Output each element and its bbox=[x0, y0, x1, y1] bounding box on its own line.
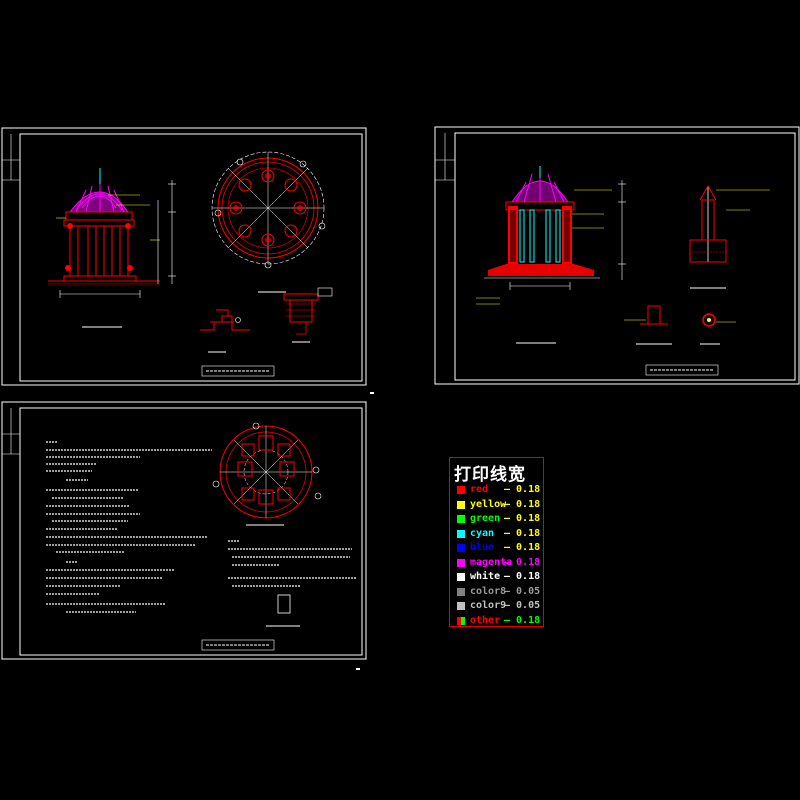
column-detail-2 bbox=[689, 184, 770, 289]
pavilion-plan-1 bbox=[211, 151, 326, 293]
legend-row-color8: color8— 0.05 bbox=[457, 586, 543, 598]
color-swatch-icon bbox=[457, 515, 465, 523]
color-swatch-icon bbox=[457, 587, 465, 596]
design-notes-lines bbox=[46, 441, 356, 613]
color-swatch-icon bbox=[457, 529, 465, 538]
legend-lineweight-value: — 0.18 bbox=[504, 498, 541, 510]
legend-color-name: green bbox=[470, 513, 501, 524]
sheet-1-title-block bbox=[201, 365, 275, 377]
legend-color-name: cyan bbox=[470, 527, 495, 539]
legend-color-name: red bbox=[470, 484, 489, 495]
small-detail-2 bbox=[624, 305, 736, 345]
legend-row-yellow: yellow— 0.18 bbox=[457, 499, 543, 511]
legend-lineweight-value: — 0.18 bbox=[504, 527, 541, 539]
legend-lineweight-value: — 0.18 bbox=[504, 614, 541, 626]
legend-color-name: color8 bbox=[470, 585, 507, 597]
legend-color-name: blue bbox=[470, 542, 495, 553]
legend-title: 打印线宽 bbox=[454, 465, 526, 485]
color-swatch-icon bbox=[457, 500, 465, 509]
legend-color-name: color9 bbox=[470, 600, 507, 611]
legend-lineweight-value: — 0.18 bbox=[504, 484, 541, 495]
legend-color-name: yellow bbox=[470, 498, 507, 510]
legend-color-name: other bbox=[470, 614, 501, 626]
sheet-2-section-details bbox=[434, 126, 800, 385]
legend-lineweight-value: — 0.05 bbox=[504, 600, 541, 611]
legend-row-cyan: cyan — 0.18 bbox=[457, 528, 543, 540]
legend-lineweight-value: — 0.18 bbox=[504, 571, 541, 582]
legend-color-name: white bbox=[470, 571, 501, 582]
color-swatch-icon bbox=[457, 573, 465, 581]
legend-row-white: white— 0.18 bbox=[457, 571, 543, 583]
pavilion-section-2 bbox=[476, 166, 626, 344]
detail-1 bbox=[200, 309, 250, 353]
legend-lineweight-value: — 0.18 bbox=[504, 556, 541, 568]
legend-row-green: green— 0.18 bbox=[457, 513, 543, 525]
legend-color-name: magenta bbox=[470, 556, 513, 568]
color-swatch-icon bbox=[457, 558, 465, 567]
sheet-3-notes-plan bbox=[1, 401, 367, 660]
legend-row-magenta: magenta— 0.18 bbox=[457, 557, 543, 569]
pavilion-elevation-1 bbox=[48, 168, 176, 328]
legend-lineweight-value: — 0.18 bbox=[504, 513, 541, 524]
sheet-1-left-strip bbox=[2, 134, 20, 181]
legend-lineweight-value: — 0.18 bbox=[504, 542, 541, 553]
color-swatch-icon bbox=[457, 486, 465, 494]
color-swatch-icon bbox=[457, 616, 465, 625]
detail-2 bbox=[283, 287, 333, 343]
legend-lineweight-value: — 0.05 bbox=[504, 585, 541, 597]
color-swatch-icon bbox=[457, 602, 465, 610]
color-swatch-icon bbox=[457, 544, 465, 552]
legend-row-red: red — 0.18 bbox=[457, 484, 543, 496]
pavilion-plan-3 bbox=[212, 422, 322, 526]
legend-row-other: other— 0.18 bbox=[457, 615, 543, 627]
sheet-1-elevation-plan bbox=[1, 127, 367, 386]
legend-row-blue: blue — 0.18 bbox=[457, 542, 543, 554]
legend-row-color9: color9— 0.05 bbox=[457, 600, 543, 612]
